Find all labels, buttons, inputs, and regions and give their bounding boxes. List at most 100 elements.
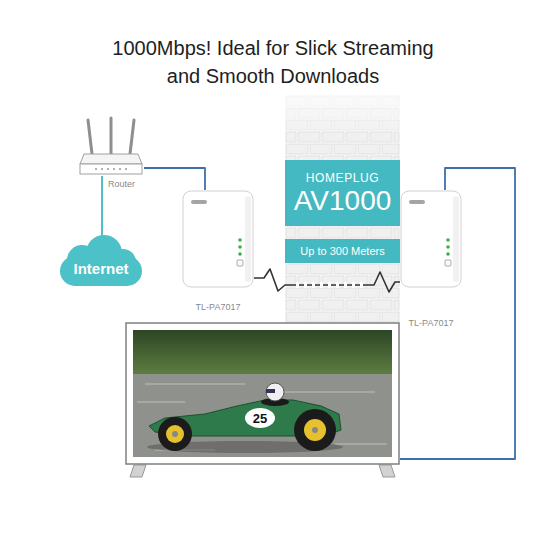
wall-brick — [346, 132, 368, 142]
car-tire — [294, 409, 336, 451]
adapter-button — [237, 260, 243, 266]
driver-helmet — [266, 383, 284, 401]
wall-brick — [322, 108, 344, 118]
label-holder: TL-PA7017 — [168, 302, 268, 312]
adapter-led — [446, 252, 450, 256]
node-shape — [400, 190, 462, 288]
wall-brick — [382, 264, 399, 274]
wall-brick — [310, 96, 332, 106]
adapter-led — [446, 238, 450, 242]
wall-brick — [286, 228, 296, 238]
adapter-side — [245, 196, 251, 282]
wall-brick — [382, 312, 399, 322]
adapter-logo — [409, 200, 425, 204]
powerline-adapter: TL-PA7017 — [182, 190, 254, 288]
internet-cloud: Internet — [56, 234, 146, 288]
device-label: TL-PA7017 — [381, 318, 481, 328]
router-antenna — [88, 120, 92, 154]
wall-brick — [286, 96, 308, 106]
wall-brick — [310, 264, 332, 274]
wall-brick — [286, 108, 296, 118]
adapter-logo — [191, 200, 207, 204]
wall-brick — [310, 144, 332, 154]
adapter-body — [401, 191, 461, 287]
wall-brick — [286, 264, 308, 274]
wall-brick — [322, 132, 344, 142]
wall-brick — [358, 288, 380, 298]
wall-brick — [394, 132, 399, 142]
node-shape — [78, 118, 144, 176]
wall-brick — [286, 132, 296, 142]
router-antenna — [130, 120, 134, 154]
cloud-label: Internet — [73, 260, 128, 277]
car-hub — [304, 419, 326, 441]
wall-brick — [286, 312, 308, 322]
adapter-led — [238, 252, 242, 256]
router-led — [125, 168, 127, 170]
powerline-gap — [336, 282, 339, 288]
wall-brick — [382, 144, 399, 154]
wall-brick — [346, 228, 368, 238]
motion-streak — [335, 443, 387, 445]
powerline-gap — [304, 282, 307, 288]
wall-brick — [334, 312, 356, 322]
powerline-gap — [352, 282, 355, 288]
cable-line — [144, 168, 205, 190]
wall-brick — [370, 228, 392, 238]
wall-brick — [358, 96, 380, 106]
badge-text: Up to 300 Meters — [300, 245, 384, 257]
router-led — [95, 168, 97, 170]
wall-brick — [298, 228, 320, 238]
car-number: 25 — [253, 411, 267, 426]
router-top — [80, 154, 142, 164]
wall-brick — [334, 96, 356, 106]
label-holder: TL-PA7017 — [381, 318, 481, 328]
powerline-gap — [360, 282, 363, 288]
powerline-adapter: TL-PA7017 — [400, 190, 462, 288]
wall-brick — [358, 120, 380, 130]
wall-brick — [358, 264, 380, 274]
wall-brick — [394, 228, 399, 238]
wall-brick — [370, 132, 392, 142]
wall-brick — [310, 288, 332, 298]
tv-leg — [130, 465, 146, 477]
tv-grass — [133, 330, 392, 374]
wall-brick — [382, 96, 399, 106]
wall-brick — [286, 288, 308, 298]
adapter-body — [183, 191, 253, 287]
wall-brick — [346, 108, 368, 118]
wall-brick — [334, 264, 356, 274]
router-antenna — [110, 118, 113, 154]
wall-brick — [310, 312, 332, 322]
wall-brick — [394, 108, 399, 118]
badge-text: HOMEPLUG — [306, 170, 379, 186]
wall-brick — [358, 312, 380, 322]
node-shape — [182, 190, 254, 288]
wall-brick — [298, 300, 320, 310]
wall-brick — [286, 300, 296, 310]
brick-wall — [286, 96, 399, 346]
wall-brick — [334, 288, 356, 298]
wall-brick — [334, 144, 356, 154]
motion-streak — [137, 401, 185, 403]
wall-brick — [298, 108, 320, 118]
cable-line — [400, 168, 515, 459]
powerline-gap — [320, 282, 323, 288]
powerline-gap — [328, 282, 331, 288]
tv-road — [133, 330, 392, 457]
tv-frame — [126, 323, 399, 464]
router-led — [119, 168, 121, 170]
adapter-led — [238, 238, 242, 242]
wall-brick — [370, 108, 392, 118]
wall-brick — [394, 276, 399, 286]
badge-text: AV1000 — [294, 186, 392, 216]
tv-leg — [379, 465, 395, 477]
motion-streak — [145, 383, 245, 385]
wall-brick — [286, 144, 308, 154]
car-hub — [166, 425, 184, 443]
powerline-gap — [296, 282, 299, 288]
cloud-shape — [60, 235, 142, 286]
adapter-side — [453, 196, 459, 282]
wall-brick — [298, 132, 320, 142]
